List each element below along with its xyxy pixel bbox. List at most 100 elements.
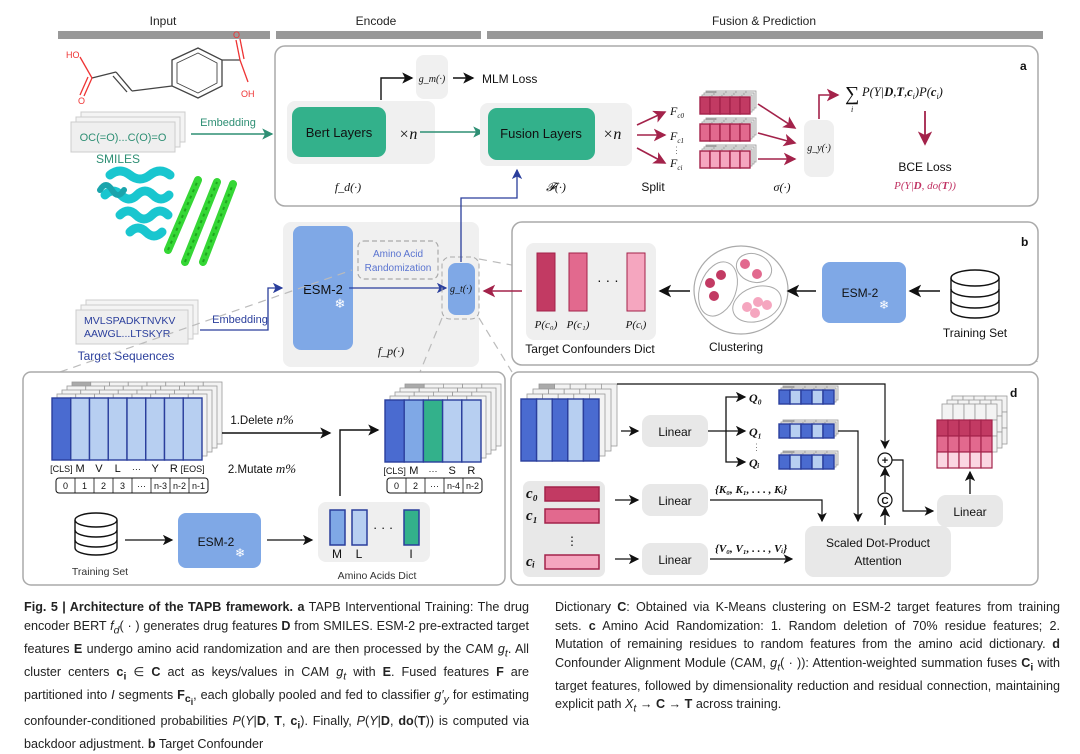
- panel-a-frame: [274, 45, 1039, 207]
- output-cell: [980, 419, 993, 437]
- fc0-stack-cell: [739, 96, 751, 115]
- token-before-cell: [145, 397, 166, 461]
- index-cell: n-1: [192, 481, 205, 491]
- linear-k-label: Linear: [658, 494, 691, 508]
- randomization-box: [357, 240, 439, 280]
- q0-arrow: [725, 391, 747, 431]
- molecule-structure: [79, 38, 249, 99]
- target-feature-cell: [582, 398, 600, 462]
- q1-label: Q₁: [749, 425, 762, 439]
- q0-stack-cell: [778, 389, 791, 405]
- output-feature-grid: [936, 395, 1008, 469]
- bert-layers-label: Bert Layers: [306, 125, 373, 140]
- panel-a-label: a: [1020, 59, 1027, 73]
- confounder-vector-i: [544, 554, 600, 570]
- split-arrow-0: [636, 110, 667, 126]
- bce-loss-label: BCE Loss: [898, 160, 951, 174]
- amino-dict-container: [318, 502, 430, 562]
- clustering-graphic: [693, 245, 789, 335]
- token-after-cell: [384, 399, 405, 463]
- q-dots: ⋮: [752, 442, 761, 452]
- qi-stack-cell: [778, 454, 791, 470]
- bce-formula: P(Y|D, do(T)): [893, 180, 956, 192]
- smiles-label: SMILES: [96, 152, 140, 166]
- gt-block: [448, 263, 475, 315]
- output-cell: [936, 435, 949, 453]
- confounder-bar-1: [568, 252, 588, 312]
- add-to-linear-out-arrow: [892, 459, 935, 516]
- fci-stack-cell: [709, 150, 721, 169]
- fc0-label: Fc0: [669, 104, 684, 120]
- snowflake-icon-b: ❄: [879, 298, 889, 312]
- token-label: L: [115, 463, 121, 475]
- linear-q-label: Linear: [658, 425, 691, 439]
- qi-stack-cell: [822, 454, 835, 470]
- index-cell: n-2: [173, 481, 186, 491]
- header-input: Input: [150, 14, 177, 28]
- linear-out-block: [937, 495, 1003, 527]
- output-back-cell: [941, 403, 954, 421]
- c-dots: ⋮: [566, 534, 578, 548]
- fusion-layers-block: [488, 108, 595, 160]
- q1-stack-cell: [822, 423, 835, 439]
- molecule-label-ho: HO: [66, 50, 80, 60]
- token-before-cell: [88, 397, 109, 461]
- c0-label: c₀: [526, 486, 538, 502]
- amino-dict-bar-L: [351, 509, 368, 546]
- panel-d-label: d: [1010, 386, 1017, 400]
- fc1-stack-cell: [729, 123, 741, 142]
- confounder-vector-0: [544, 486, 600, 502]
- index-cell: n-2: [466, 481, 479, 491]
- token-before-cell: [163, 397, 184, 461]
- k-to-attention-arrow: [710, 499, 827, 523]
- fci-stack-cell: [739, 150, 751, 169]
- header-bar-encode: [276, 31, 481, 39]
- amino-dict-bar-M: [329, 509, 346, 546]
- smiles-card-stack: OC(=O)...C(O)=O: [70, 111, 186, 153]
- index-cell: 3: [120, 481, 125, 491]
- concat-node: [877, 492, 893, 508]
- fc1-stack-cell: [719, 123, 731, 142]
- confounder-list-container: [523, 481, 605, 577]
- output-cell: [969, 419, 982, 437]
- amino-dict-bar-I: [403, 509, 420, 546]
- fp-label: f_p(·): [378, 344, 404, 358]
- training-set-label-b: Training Set: [943, 326, 1008, 340]
- target-feature-stack: [520, 383, 618, 462]
- fc0-stack-cell: [709, 96, 721, 115]
- token-before-cell: [51, 397, 72, 461]
- token-after-cell: [441, 399, 463, 463]
- fc0-stack-cell: [719, 96, 731, 115]
- token-after-cell: [461, 399, 482, 463]
- confounder-dots: · · ·: [597, 272, 619, 288]
- output-cell: [980, 435, 993, 453]
- output-cell: [980, 451, 993, 469]
- smiles-text: OC(=O)...C(O)=O: [80, 132, 167, 144]
- target-feature-cell: [535, 398, 553, 462]
- output-cell: [958, 451, 971, 469]
- fd-label: f_d(·): [335, 180, 361, 194]
- fc1-stack-cell: [699, 123, 711, 142]
- mlm-loss-label: MLM Loss: [482, 72, 537, 86]
- fci-stack-cell: [699, 150, 711, 169]
- output-cell: [969, 451, 982, 469]
- qi-label: Qᵢ: [749, 456, 760, 470]
- split-arrow-i: [636, 147, 667, 164]
- bert-layers-block: [292, 107, 386, 157]
- index-cell: 0: [394, 481, 399, 491]
- v-set-label: {V₀, V₁, . . . , Vᵢ}: [715, 543, 787, 555]
- q1-to-attention-arrow: [838, 430, 863, 523]
- p-ci-label: P(cᵢ): [625, 319, 647, 331]
- output-cell: [947, 419, 960, 437]
- linear-v-block: [642, 543, 708, 575]
- token-before-cell: [70, 397, 91, 461]
- ci-label: cᵢ: [526, 554, 535, 570]
- esm2-label-main: ESM-2: [303, 282, 343, 297]
- token-stack-before: [51, 381, 223, 461]
- column-headers: Input Encode Fusion & Prediction: [58, 14, 1043, 39]
- output-cell: [958, 419, 971, 437]
- header-encode: Encode: [356, 14, 397, 28]
- fc1-label: Fc1: [669, 129, 684, 145]
